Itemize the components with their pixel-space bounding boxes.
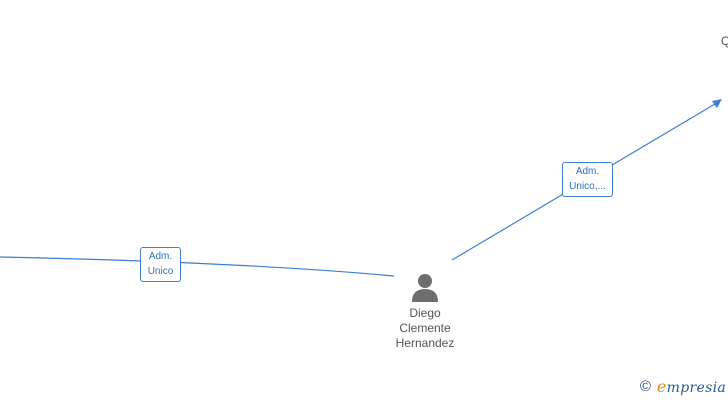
offscreen-node-label[interactable]: Q	[721, 34, 728, 48]
person-name-line: Hernandez	[395, 336, 455, 350]
edge-label-line: Unico	[147, 266, 174, 277]
arrowhead-icon	[712, 99, 722, 108]
edge-label-right[interactable]: Adm. Unico,...	[562, 162, 613, 197]
edge-line-left	[0, 256, 395, 277]
edge-label-line: Adm.	[148, 251, 173, 262]
brand-name-rest: mpresia	[666, 380, 726, 396]
edge-label-line: Unico,...	[569, 181, 606, 192]
person-name-line: Diego	[409, 306, 441, 320]
brand-name-first: e	[656, 377, 667, 396]
person-name-line: Clemente	[399, 321, 451, 335]
person-name: Diego Clemente Hernandez	[380, 306, 470, 351]
edge-label-left[interactable]: Adm. Unico	[140, 247, 181, 282]
person-node[interactable]: Diego Clemente Hernandez	[380, 272, 470, 351]
person-icon	[412, 274, 438, 302]
edge-label-line: Adm.	[575, 166, 600, 177]
brand-logo: © empresia	[640, 377, 726, 396]
brand-name: empresia	[657, 377, 726, 396]
copyright-icon: ©	[639, 377, 651, 395]
